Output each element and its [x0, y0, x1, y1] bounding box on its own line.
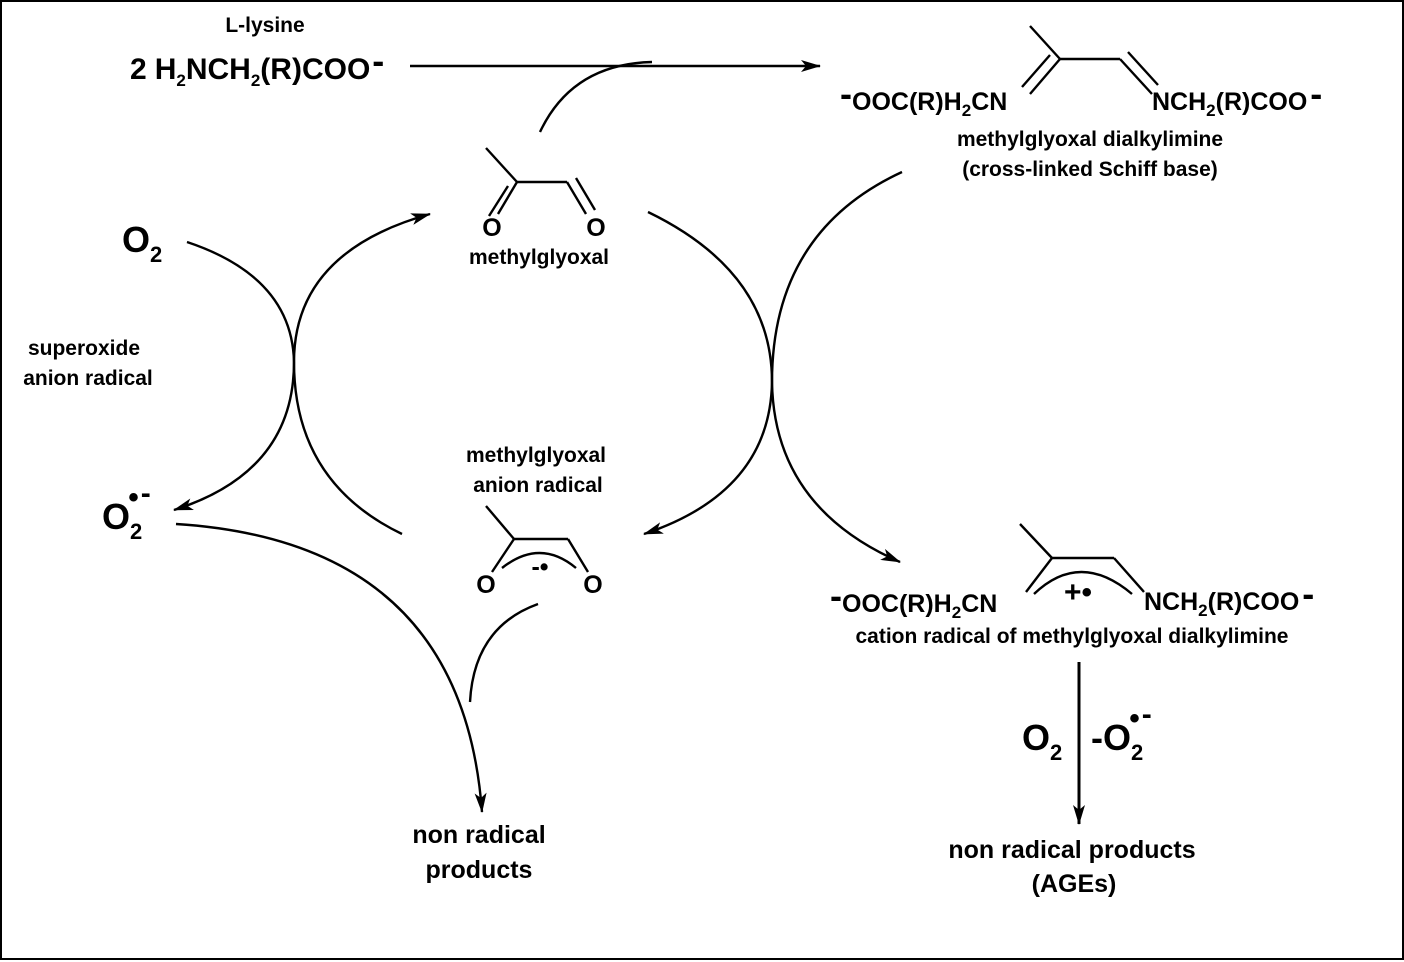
non-radical-left-line2: products — [426, 856, 533, 884]
methylglyoxal-oxygen-2: O — [586, 214, 605, 242]
superoxide-to-products-arrow — [175, 522, 487, 813]
mg-anion-radical-line1: methylglyoxal — [466, 444, 606, 467]
anion-to-products-arc — [468, 602, 539, 703]
mg-anion-radical-structure — [485, 505, 590, 573]
dialkylimine-name: methylglyoxal dialkylimine — [957, 128, 1223, 151]
cation-left-group: -OOC(R)H2CN — [830, 575, 997, 622]
schiff-to-cation-arrow — [647, 210, 901, 564]
methylglyoxal-name: methylglyoxal — [469, 246, 609, 269]
methylglyoxal-to-anion-arrow — [643, 170, 903, 536]
methylglyoxal-structure — [485, 147, 597, 217]
non-radical-right-line1: non radical products — [948, 836, 1195, 864]
cation-right-group: NCH2(R)COO- — [1144, 573, 1314, 620]
methylglyoxal-oxygen-1: O — [482, 214, 501, 242]
anion-to-methylglyoxal-arrow — [292, 212, 431, 536]
dialkylimine-backbone — [1021, 25, 1159, 95]
superoxide-left: O2•- — [102, 477, 151, 544]
mg-anion-radical-charge: -• — [531, 553, 548, 581]
dialkylimine-right-group: NCH2(R)COO- — [1152, 73, 1322, 120]
lysine-name: L-lysine — [225, 14, 304, 37]
non-radical-right-line2: (AGEs) — [1032, 870, 1117, 898]
o2-to-superoxide-arrow — [173, 240, 296, 512]
cation-radical-backbone — [1019, 523, 1145, 595]
methylglyoxal-feed-arc — [538, 60, 653, 133]
mg-anion-radical-line2: anion radical — [473, 474, 603, 497]
non-radical-left-line1: non radical — [412, 821, 545, 849]
vertical-step-loss: -O2•- — [1091, 698, 1152, 765]
cation-radical-name: cation radical of methylglyoxal dialkyli… — [856, 625, 1289, 648]
superoxide-label-line1: superoxide — [28, 337, 140, 360]
dialkylimine-left-group: -OOC(R)H2CN — [840, 73, 1007, 120]
mg-anion-oxygen-2: O — [583, 571, 602, 599]
cation-radical-charge: +• — [1064, 576, 1092, 609]
oxygen-left: O2 — [122, 219, 162, 267]
vertical-step-reagent: O2 — [1022, 717, 1062, 765]
dialkylimine-subname: (cross-linked Schiff base) — [962, 158, 1218, 181]
superoxide-label-line2: anion radical — [23, 367, 153, 390]
mg-anion-oxygen-1: O — [476, 571, 495, 599]
